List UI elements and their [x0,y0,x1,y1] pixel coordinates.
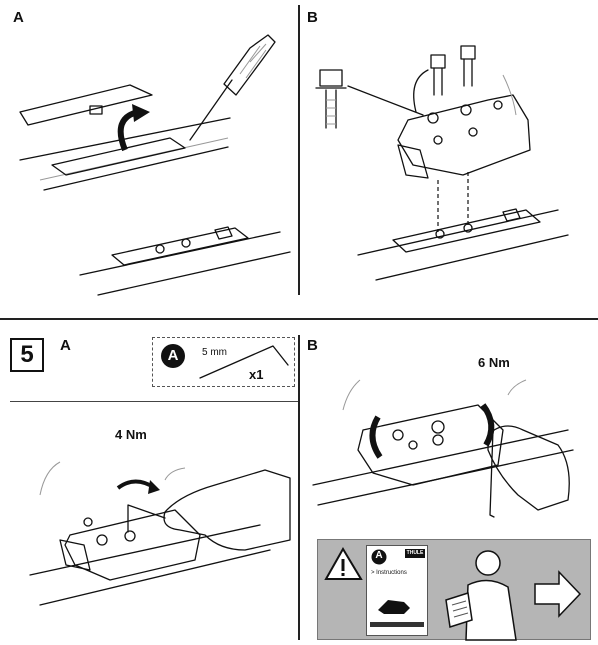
panel-label-top-b: B [307,9,318,26]
brand-logo-text: THULE [406,550,424,556]
allen-key-icon [199,345,289,379]
step-number-box: 5 [10,338,44,372]
doc-product-image [378,600,410,614]
doc-footer-bar [370,622,424,627]
brand-logo [405,549,425,558]
torque-label-a: 4 Nm [115,427,147,442]
illustration-bottom-a [29,461,291,606]
tool-badge [161,344,185,368]
illustration-bottom-b [312,379,574,518]
panel-label-bottom-b: B [307,337,318,354]
right-arrow-icon [534,570,582,618]
tool-quantity: x1 [249,367,264,382]
doc-badge [371,549,387,565]
doc-badge-letter: A [375,550,383,561]
bottom-a-header-rule [10,401,298,402]
illustration-top-a [19,34,291,296]
section-divider [0,318,598,320]
person-reading-icon [445,550,517,641]
torque-label-b: 6 Nm [478,355,510,370]
illustration-top-b [315,45,569,281]
panel-label-top-a: A [13,9,24,26]
top-divider-vertical [298,5,300,295]
doc-instructions-label: > Instructions [371,570,407,576]
warning-triangle-icon [324,547,363,580]
panel-label-bottom-a: A [60,337,71,354]
tool-box [152,337,295,387]
tool-badge-letter: A [167,347,179,364]
tool-size-label: 5 mm [202,347,227,358]
bottom-divider-vertical [298,335,300,640]
